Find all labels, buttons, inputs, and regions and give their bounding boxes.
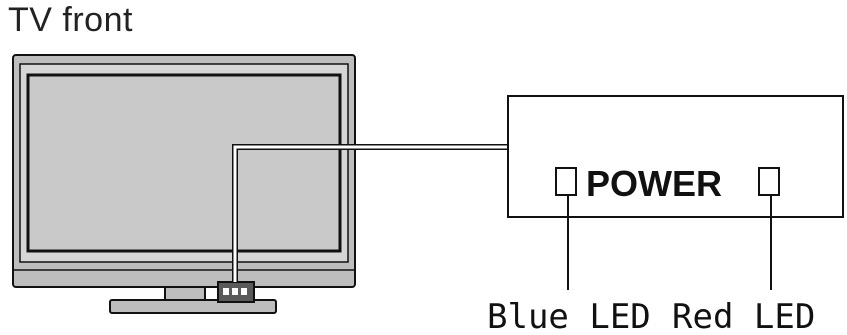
tv-indicator-led-left <box>223 288 229 295</box>
diagram-title: TV front <box>8 1 133 39</box>
tv-stand-neck <box>164 286 206 302</box>
tv-illustration <box>12 54 356 314</box>
blue-led-label: Blue LED <box>487 297 651 335</box>
tv-indicator-led-mid <box>232 288 238 295</box>
tv-screen <box>26 73 342 253</box>
zoom-panel-frame <box>507 95 844 218</box>
callout-leader <box>232 144 510 282</box>
led-pointers <box>567 195 772 290</box>
zoom-panel: POWER <box>507 95 844 218</box>
blue-led-indicator <box>555 167 577 196</box>
power-label: POWER <box>586 163 722 204</box>
tv-stand-base <box>109 299 277 314</box>
red-led-indicator <box>758 167 780 196</box>
tv-indicator-led-right <box>241 288 247 295</box>
red-led-label: Red LED <box>672 297 815 335</box>
